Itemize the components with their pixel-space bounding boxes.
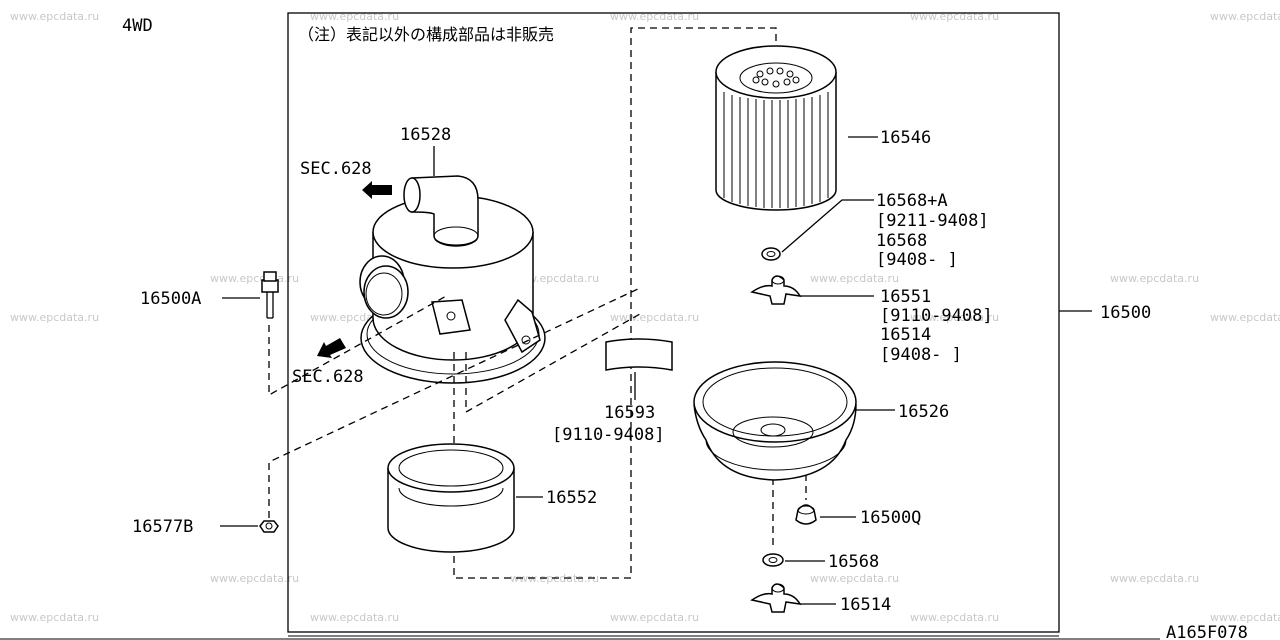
watermark: www.epcdata.ru <box>10 311 99 324</box>
watermark: www.epcdata.ru <box>1210 311 1280 324</box>
watermark: www.epcdata.ru <box>610 10 699 23</box>
sec-label[interactable]: SEC.628 <box>300 159 372 179</box>
watermark: www.epcdata.ru <box>610 611 699 624</box>
watermark: www.epcdata.ru <box>910 311 999 324</box>
part-label-16546[interactable]: 16546 <box>880 128 931 148</box>
watermark: www.epcdata.ru <box>210 572 299 585</box>
watermark-layer: www.epcdata.ru www.epcdata.ru www.epcdat… <box>10 10 1280 624</box>
watermark: www.epcdata.ru <box>310 611 399 624</box>
part-label-16593[interactable]: 16593 <box>604 403 655 423</box>
part-label-16500[interactable]: 16500 <box>1100 303 1151 323</box>
drawing-code: A165F078 <box>1166 623 1248 640</box>
watermark: www.epcdata.ru <box>810 572 899 585</box>
part-label-16500q[interactable]: 16500Q <box>860 508 921 528</box>
part-range-16568: [9408- ] <box>876 250 958 270</box>
air-cleaner-body <box>359 195 546 384</box>
wing-nut-16514 <box>750 583 802 613</box>
pad-16593 <box>605 338 673 371</box>
watermark: www.epcdata.ru <box>910 10 999 23</box>
valve-16500q <box>795 504 817 525</box>
watermark: www.epcdata.ru <box>10 611 99 624</box>
watermark: www.epcdata.ru <box>1110 272 1199 285</box>
watermark: www.epcdata.ru <box>310 10 399 23</box>
part-range-16551: [9110-9408] <box>880 306 993 326</box>
part-label-16528[interactable]: 16528 <box>400 125 451 145</box>
note-text: （注）表記以外の構成部品は非販売 <box>298 25 554 44</box>
part-range-16514: [9408- ] <box>880 345 962 365</box>
part-label-16551[interactable]: 16551 <box>880 287 931 307</box>
filter-element-16546 <box>715 45 837 211</box>
part-range-16568a: [9211-9408] <box>876 211 989 231</box>
part-label-16568a[interactable]: 16568+A <box>876 191 948 211</box>
watermark: www.epcdata.ru <box>910 611 999 624</box>
sec-arrow-icon <box>362 181 392 199</box>
part-label-16500a[interactable]: 16500A <box>140 289 201 309</box>
cover-16526 <box>693 361 857 481</box>
washer-16568-lower <box>762 553 784 567</box>
watermark: www.epcdata.ru <box>1210 10 1280 23</box>
sec-label[interactable]: SEC.628 <box>292 367 364 387</box>
assembly-frame <box>287 12 1060 633</box>
part-label-16514[interactable]: 16514 <box>880 325 931 345</box>
part-label-16568[interactable]: 16568 <box>876 231 927 251</box>
watermark: www.epcdata.ru <box>810 272 899 285</box>
bolt-16500a <box>261 271 279 319</box>
part-range-16593: [9110-9408] <box>552 425 665 445</box>
watermark: www.epcdata.ru <box>1210 611 1280 624</box>
watermark: www.epcdata.ru <box>10 10 99 23</box>
watermark: www.epcdata.ru <box>610 311 699 324</box>
nut-16577b <box>259 520 279 533</box>
watermark: www.epcdata.ru <box>210 272 299 285</box>
part-label-16552[interactable]: 16552 <box>546 488 597 508</box>
variant-label: 4WD <box>122 16 153 36</box>
washer-16568a <box>761 247 781 261</box>
part-label-16526[interactable]: 16526 <box>898 402 949 422</box>
outlet-elbow <box>403 175 479 247</box>
seal-ring-16552 <box>387 443 515 553</box>
sec-arrow-icon <box>317 338 346 358</box>
wing-nut-16551 <box>750 275 802 305</box>
part-label-16577b[interactable]: 16577B <box>132 517 193 537</box>
watermark: www.epcdata.ru <box>1110 572 1199 585</box>
part-label-16514-lower[interactable]: 16514 <box>840 595 891 615</box>
leader-16568a <box>781 199 874 253</box>
part-label-16568-lower[interactable]: 16568 <box>828 552 879 572</box>
